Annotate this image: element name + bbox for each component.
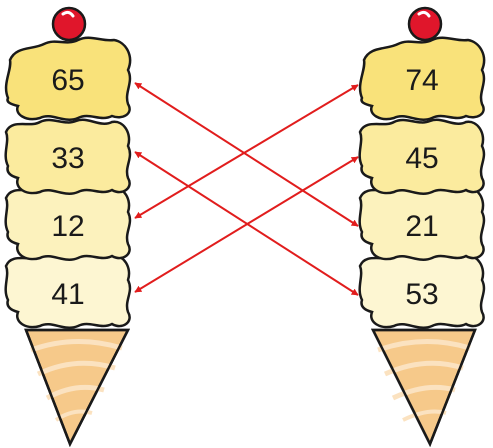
left-scoop-3: 12 xyxy=(4,184,132,261)
left-scoop-1: 65 xyxy=(4,36,132,121)
match-arrows xyxy=(134,82,359,296)
left-scoop-2: 33 xyxy=(4,118,132,195)
right-cherry xyxy=(407,6,443,42)
left-scoop-1-label: 65 xyxy=(51,64,84,97)
arrow-41-45 xyxy=(134,156,359,293)
right-scoop-1-label: 74 xyxy=(405,64,438,97)
right-scoop-3-label: 21 xyxy=(405,210,438,243)
left-ice-cream: 41 12 33 65 xyxy=(4,6,132,448)
left-scoop-4: 41 xyxy=(4,252,132,329)
left-cone xyxy=(24,328,131,448)
left-scoop-2-label: 33 xyxy=(51,142,84,175)
left-cherry xyxy=(51,6,87,42)
right-cone xyxy=(370,328,477,448)
right-scoop-4-label: 53 xyxy=(405,278,438,311)
left-scoop-4-label: 41 xyxy=(51,278,84,311)
right-scoop-2-label: 45 xyxy=(405,142,438,175)
right-scoop-4: 53 xyxy=(358,252,486,329)
right-ice-cream: 53 21 45 74 xyxy=(358,6,486,448)
right-scoop-1: 74 xyxy=(358,36,486,121)
left-scoop-3-label: 12 xyxy=(51,210,84,243)
right-scoop-3: 21 xyxy=(358,184,486,261)
right-scoop-2: 45 xyxy=(358,118,486,195)
